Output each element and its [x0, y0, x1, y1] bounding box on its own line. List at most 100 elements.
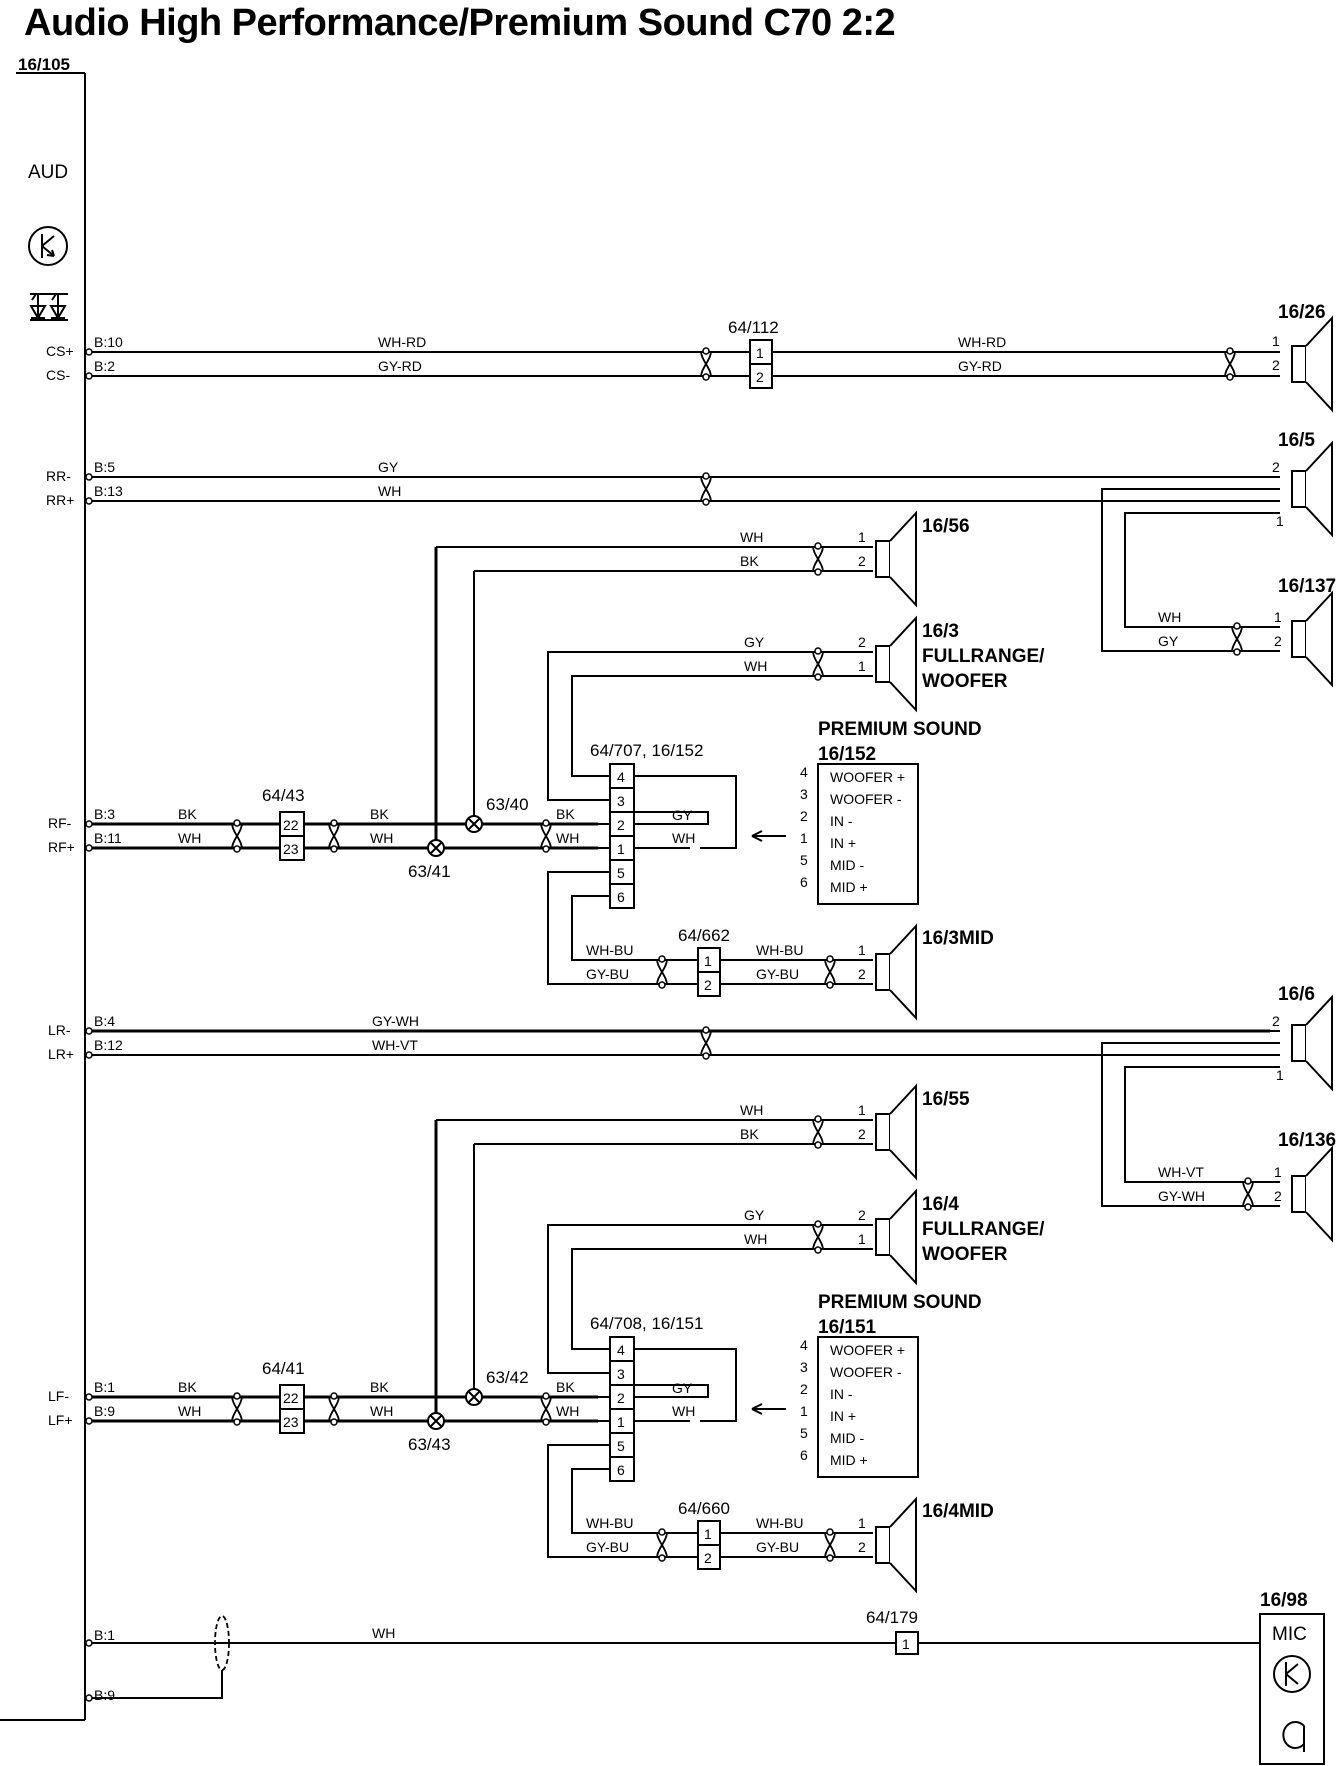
svg-text:6: 6 — [617, 889, 625, 905]
svg-text:1: 1 — [858, 1515, 866, 1531]
speaker-16-4mid — [875, 1498, 917, 1592]
svg-text:WH: WH — [556, 1403, 579, 1419]
svg-text:1: 1 — [858, 1102, 866, 1118]
svg-text:WH: WH — [378, 483, 401, 499]
svg-text:63/41: 63/41 — [408, 862, 451, 881]
svg-text:64/662: 64/662 — [678, 926, 730, 945]
svg-text:WH: WH — [178, 830, 201, 846]
svg-text:MID +: MID + — [830, 1452, 868, 1468]
module-16-105: 16/105 AUD — [0, 55, 86, 1721]
svg-text:WH-BU: WH-BU — [586, 1515, 633, 1531]
svg-text:GY: GY — [744, 634, 765, 650]
svg-text:3: 3 — [800, 786, 808, 802]
svg-text:WH-RD: WH-RD — [958, 334, 1006, 350]
module-pins: CS+B:10 CS-B:2 RR-B:5 RR+B:13 RF-B:3 RF+… — [46, 334, 123, 1703]
svg-text:WH: WH — [740, 1102, 763, 1118]
svg-text:2: 2 — [617, 817, 625, 833]
svg-text:1: 1 — [704, 1526, 712, 1542]
svg-text:1: 1 — [704, 953, 712, 969]
svg-text:1: 1 — [858, 1231, 866, 1247]
svg-text:GY: GY — [744, 1207, 765, 1223]
svg-text:5: 5 — [617, 865, 625, 881]
svg-text:MID +: MID + — [830, 879, 868, 895]
svg-text:WH-BU: WH-BU — [586, 942, 633, 958]
svg-text:B:2: B:2 — [94, 358, 115, 374]
splice-63-43 — [427, 1412, 445, 1430]
svg-text:FULLRANGE/: FULLRANGE/ — [922, 646, 1045, 667]
svg-text:1: 1 — [858, 529, 866, 545]
svg-text:1: 1 — [1274, 1164, 1282, 1180]
speaker-16-6 — [1291, 996, 1333, 1090]
speaker-16-137 — [1291, 592, 1333, 686]
svg-text:WH-BU: WH-BU — [756, 1515, 803, 1531]
svg-text:MID -: MID - — [830, 857, 865, 873]
svg-text:16/6: 16/6 — [1278, 984, 1315, 1005]
svg-text:B:11: B:11 — [94, 830, 122, 846]
svg-text:2: 2 — [756, 369, 764, 385]
svg-text:WOOFER: WOOFER — [922, 671, 1008, 692]
svg-text:6: 6 — [617, 1462, 625, 1478]
svg-text:WH: WH — [744, 658, 767, 674]
svg-text:CS+: CS+ — [46, 343, 74, 359]
svg-text:WOOFER +: WOOFER + — [830, 1342, 905, 1358]
svg-text:1: 1 — [1276, 513, 1284, 529]
svg-text:WH: WH — [178, 1403, 201, 1419]
svg-text:16/26: 16/26 — [1278, 302, 1326, 323]
svg-text:B:1: B:1 — [94, 1379, 115, 1395]
svg-text:RR-: RR- — [46, 468, 71, 484]
svg-text:1: 1 — [1276, 1067, 1284, 1083]
svg-text:1: 1 — [800, 1403, 808, 1419]
svg-text:2: 2 — [1272, 459, 1280, 475]
connector-64-43: 64/43 — [262, 786, 305, 805]
svg-text:23: 23 — [283, 841, 299, 857]
svg-text:16/152: 16/152 — [818, 744, 876, 765]
svg-text:2: 2 — [1274, 633, 1282, 649]
svg-text:GY-BU: GY-BU — [586, 966, 629, 982]
svg-text:16/3: 16/3 — [922, 621, 959, 642]
svg-text:GY-WH: GY-WH — [372, 1013, 419, 1029]
svg-text:2: 2 — [800, 1381, 808, 1397]
svg-text:B:4: B:4 — [94, 1013, 115, 1029]
svg-text:2: 2 — [858, 1126, 866, 1142]
svg-text:WH: WH — [1158, 609, 1181, 625]
svg-text:64/179: 64/179 — [866, 1608, 918, 1627]
svg-text:2: 2 — [858, 1207, 866, 1223]
svg-text:B:13: B:13 — [94, 483, 123, 499]
svg-text:3: 3 — [617, 1366, 625, 1382]
svg-text:BK: BK — [556, 1379, 575, 1395]
svg-text:MIC: MIC — [1272, 1624, 1307, 1645]
module-name: AUD — [28, 162, 68, 183]
svg-text:1: 1 — [902, 1636, 910, 1652]
svg-text:B:9: B:9 — [94, 1687, 115, 1703]
svg-text:MID -: MID - — [830, 1430, 865, 1446]
svg-text:IN -: IN - — [830, 813, 853, 829]
svg-text:PREMIUM SOUND: PREMIUM SOUND — [818, 719, 982, 740]
speaker-16-4 — [875, 1190, 917, 1284]
connector-64-41: 64/41 — [262, 1359, 305, 1378]
svg-text:2: 2 — [858, 634, 866, 650]
svg-text:WH: WH — [672, 1403, 695, 1419]
svg-text:B:9: B:9 — [94, 1403, 115, 1419]
svg-text:RF-: RF- — [48, 815, 72, 831]
rear-left-circuit: GY-WH WH-VT 2 1 16/6 WH-VT GY-WH 1 2 16/… — [92, 984, 1336, 1241]
speaker-16-26 — [1291, 317, 1333, 411]
svg-text:4: 4 — [800, 1337, 808, 1353]
svg-text:1: 1 — [800, 830, 808, 846]
svg-text:GY: GY — [1158, 633, 1179, 649]
connector-64-112: 64/112 — [728, 318, 779, 337]
svg-text:16/98: 16/98 — [1260, 1590, 1308, 1611]
svg-text:64/708, 16/151: 64/708, 16/151 — [590, 1314, 703, 1333]
svg-text:4: 4 — [800, 764, 808, 780]
svg-text:22: 22 — [283, 1390, 299, 1406]
svg-text:1: 1 — [1274, 609, 1282, 625]
svg-text:2: 2 — [858, 553, 866, 569]
svg-text:WOOFER +: WOOFER + — [830, 769, 905, 785]
svg-text:23: 23 — [283, 1414, 299, 1430]
svg-text:WH: WH — [672, 830, 695, 846]
svg-text:5: 5 — [800, 852, 808, 868]
splice-63-40 — [465, 815, 483, 833]
svg-text:WH-VT: WH-VT — [372, 1037, 418, 1053]
svg-text:16/151: 16/151 — [818, 1317, 877, 1338]
svg-text:LF-: LF- — [48, 1388, 69, 1404]
speaker-16-3mid — [875, 925, 917, 1019]
